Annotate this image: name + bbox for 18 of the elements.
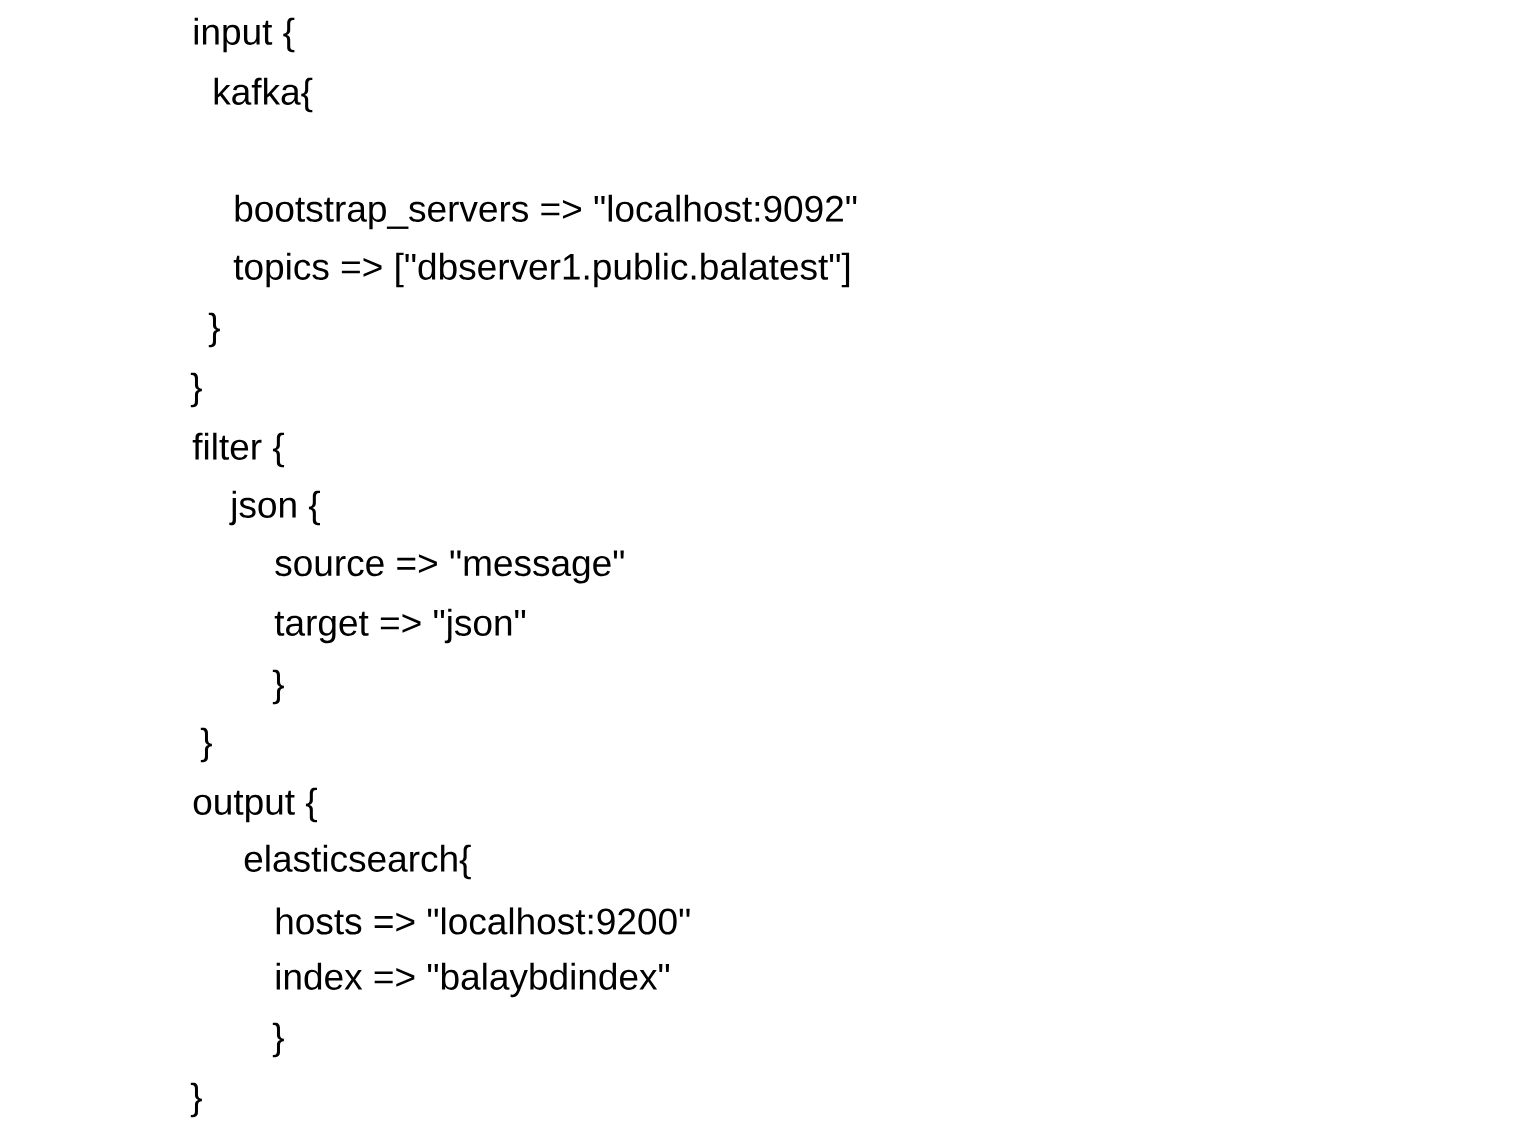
code-line: hosts => "localhost:9200": [276, 907, 690, 935]
code-line: }: [190, 1082, 202, 1118]
code-line: index => "balaybdindex": [276, 962, 670, 998]
code-line: bootstrap_servers => "localhost:9092": [235, 194, 857, 230]
code-line: source => "message": [275, 550, 624, 584]
code-line: topics => ["dbserver1.public.balatest"]: [233, 252, 850, 288]
code-line: target => "json": [274, 608, 526, 644]
code-line: }: [200, 727, 212, 763]
code-line: }: [190, 372, 202, 408]
code-line: output {: [193, 787, 317, 823]
code-line: elasticsearch{: [244, 844, 471, 880]
code-line: json {: [229, 490, 320, 526]
code-line: filter {: [192, 432, 285, 468]
code-line: kafka{: [214, 77, 313, 113]
code-line: }: [272, 1022, 284, 1058]
code-line: }: [272, 669, 284, 705]
code-line: }: [208, 312, 220, 348]
code-line: input {: [194, 17, 295, 53]
